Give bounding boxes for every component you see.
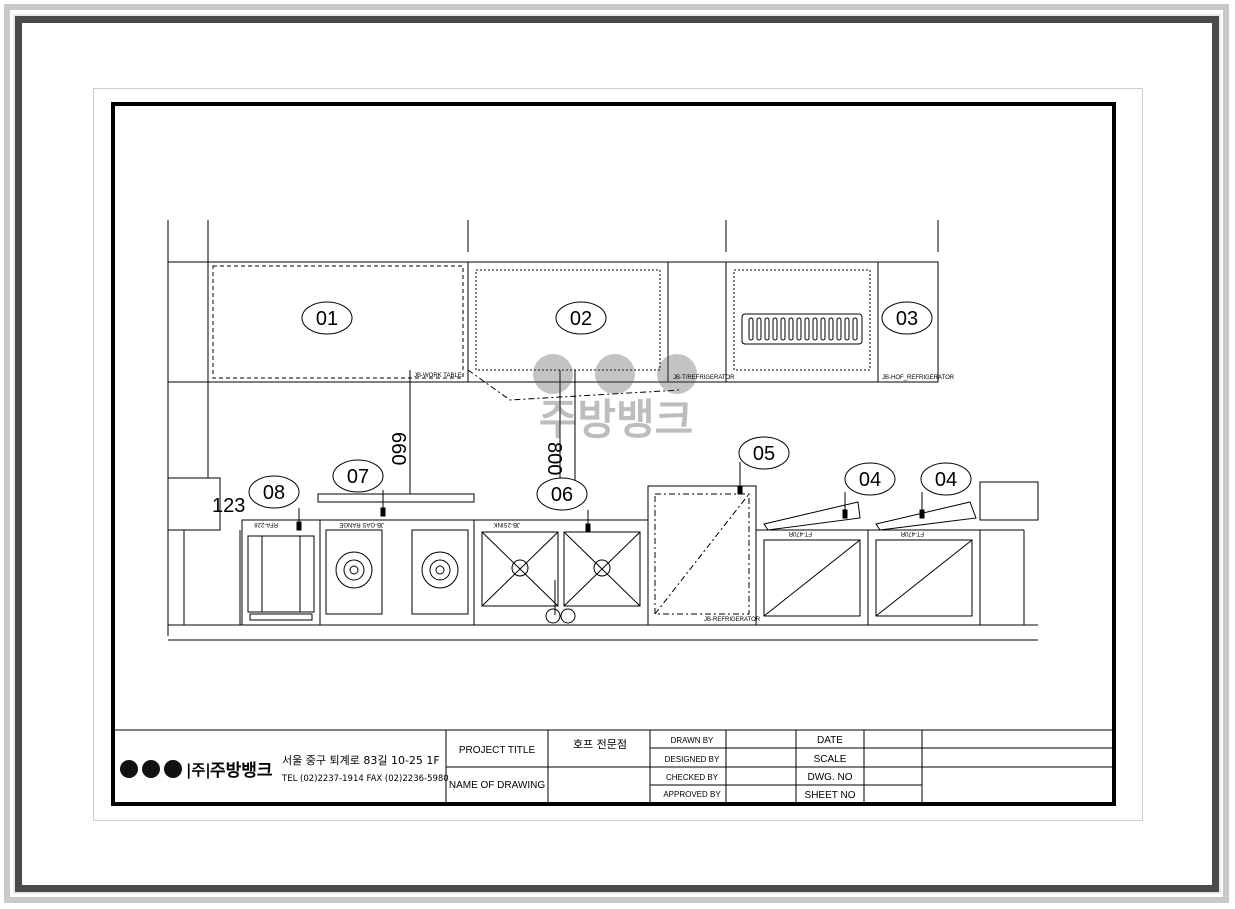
- label-sink: JB-2SINK: [494, 521, 520, 527]
- drawing-sheet: [93, 88, 1143, 821]
- label-fryer-1: FT-470R: [788, 530, 812, 536]
- project-title-value: 호프 전문점: [573, 738, 627, 751]
- label-refrigerator: JB-REFRIGERATOR: [704, 617, 761, 623]
- label-fryer-2: FT-470R: [900, 530, 924, 536]
- svg-text:08: 08: [263, 482, 285, 504]
- sheet-no-label: SHEET NO: [805, 790, 856, 801]
- svg-text:07: 07: [347, 466, 369, 488]
- callout-03: 03: [881, 301, 933, 335]
- label-work-table: JB-WORK TABLE: [414, 373, 462, 379]
- drawing-border: [111, 102, 1116, 806]
- watermark: 주방뱅크: [533, 354, 697, 444]
- label-rfa: RFA-228: [254, 521, 278, 527]
- callout-07: 07: [332, 459, 384, 493]
- leaders: [296, 462, 925, 533]
- svg-text:05: 05: [753, 443, 775, 465]
- svg-text:04: 04: [935, 469, 957, 491]
- company-address: 서울 중구 퇴계로 83길 10-25 1F: [282, 754, 440, 767]
- company-mark: |주|: [186, 761, 211, 780]
- svg-text:06: 06: [551, 484, 573, 506]
- callout-08: 08: [248, 475, 300, 509]
- label-hof-refrigerator: JB-HOF_REFRIGERATOR: [882, 375, 955, 381]
- callout-04b: 04: [920, 462, 972, 496]
- svg-text:04: 04: [859, 469, 881, 491]
- designed-by-label: DESIGNED BY: [665, 755, 720, 764]
- dwg-no-label: DWG. NO: [808, 772, 853, 783]
- name-of-drawing-label: NAME OF DRAWING: [449, 780, 546, 791]
- dim-660: 660: [387, 432, 409, 465]
- checked-by-label: CHECKED BY: [666, 773, 719, 782]
- company-contact: TEL (02)2237-1914 FAX (02)2236-5980: [281, 774, 449, 784]
- svg-text:01: 01: [316, 308, 338, 330]
- project-title-label: PROJECT TITLE: [459, 745, 536, 756]
- approved-by-label: APPROVED BY: [663, 790, 721, 799]
- date-label: DATE: [817, 735, 843, 746]
- label-gas-range: JB-GAS RANGE: [339, 521, 384, 527]
- callout-04a: 04: [844, 462, 896, 496]
- scale-label: SCALE: [814, 754, 847, 765]
- callout-01: 01: [301, 301, 353, 335]
- callout-06: 06: [536, 477, 588, 511]
- label-t-refrigerator: JB-T/REFRIGERATOR: [673, 375, 735, 381]
- callout-05: 05: [738, 436, 790, 470]
- title-block-lines: [115, 729, 1112, 803]
- svg-text:02: 02: [570, 308, 592, 330]
- company-name: 주방뱅크: [210, 761, 273, 781]
- company-logo: |주| 주방뱅크: [120, 760, 273, 781]
- vent-slots: [748, 317, 858, 341]
- svg-text:03: 03: [896, 308, 918, 330]
- drawn-by-label: DRAWN BY: [671, 736, 714, 745]
- callout-02: 02: [555, 301, 607, 335]
- dim-800: 800: [543, 442, 565, 475]
- watermark-brand: 주방뱅크: [539, 395, 694, 444]
- elevation-linework: [167, 220, 1039, 641]
- dim-123: 123: [212, 495, 245, 517]
